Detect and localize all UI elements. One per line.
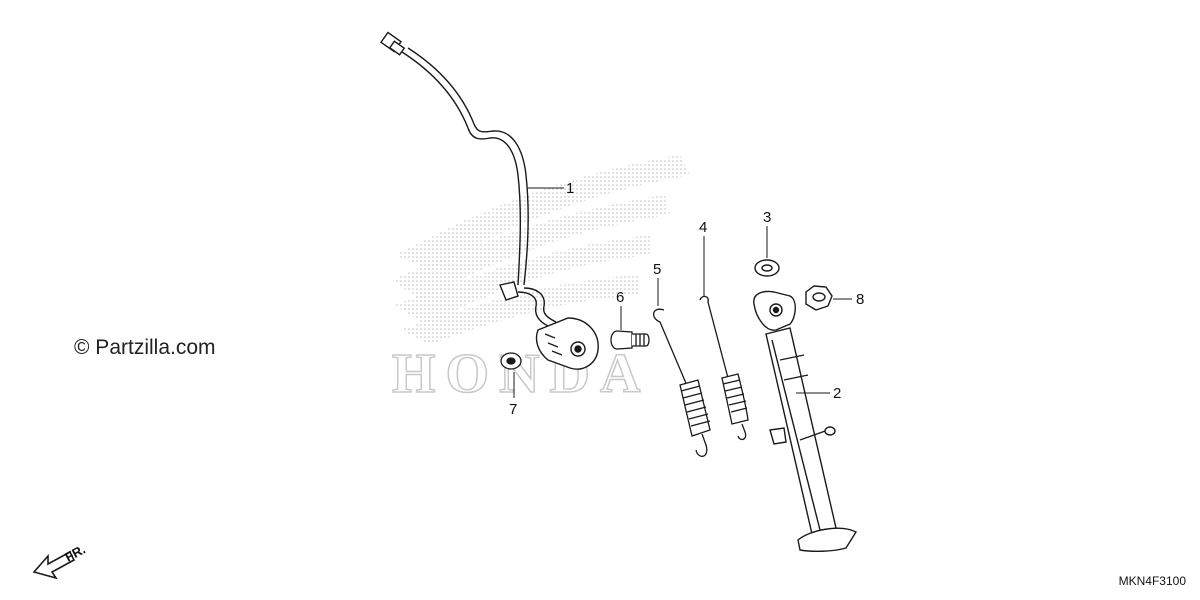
honda-wing-watermark <box>392 155 690 345</box>
part-7-bolt <box>500 352 522 370</box>
part-1-side-stand-switch <box>380 31 599 370</box>
callout-5: 5 <box>653 261 661 278</box>
callout-6: 6 <box>616 289 624 306</box>
part-2-side-stand <box>753 290 858 553</box>
copyright-notice: © Partzilla.com <box>74 336 216 359</box>
callout-7: 7 <box>509 401 517 418</box>
callout-2: 2 <box>833 385 841 402</box>
callout-8: 8 <box>856 291 864 308</box>
part-4-spring <box>699 295 749 441</box>
callout-leaders <box>513 187 852 398</box>
part-3-washer <box>754 259 780 277</box>
callout-3: 3 <box>763 209 771 226</box>
part-6-bolt <box>610 330 650 350</box>
callout-1: 1 <box>566 180 574 197</box>
part-8-nut <box>805 285 833 311</box>
callout-4: 4 <box>699 219 707 236</box>
front-direction-arrow-icon: FR. <box>32 542 88 580</box>
honda-wordmark-watermark: HONDA <box>392 343 650 405</box>
diagram-code: MKN4F3100 <box>1118 574 1186 588</box>
part-5-spring <box>653 308 711 457</box>
